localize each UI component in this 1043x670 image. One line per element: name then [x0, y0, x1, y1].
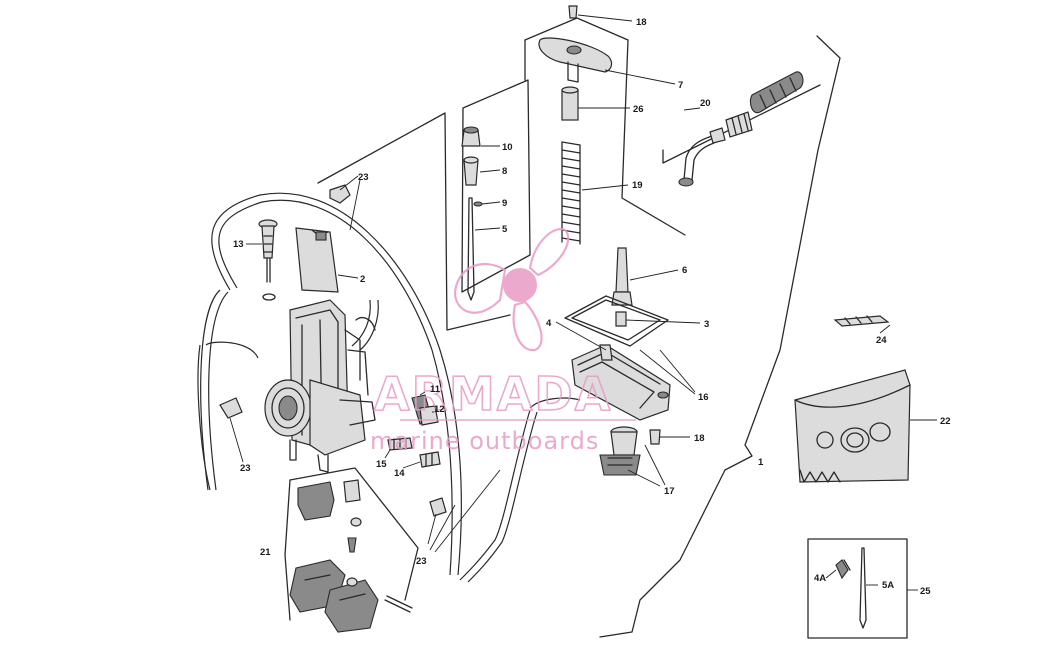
callout-11: 11	[430, 384, 441, 395]
part-6-pilot-tube	[611, 247, 633, 306]
part-10-cap	[461, 126, 481, 147]
part-21-pump-base	[289, 559, 413, 633]
watermark-propeller-blade-top	[528, 227, 570, 277]
callout-16: 16	[698, 392, 709, 403]
part-18-screw-bowl	[649, 429, 661, 445]
part-19-spring	[561, 141, 581, 245]
part-21-jet-small	[347, 537, 357, 553]
callout-24: 24	[876, 335, 887, 346]
callout-23-top: 23	[358, 172, 369, 183]
callout-20: 20	[700, 98, 711, 109]
watermark-logo: ARMADA marine outboards	[370, 227, 636, 455]
part-26-sleeve	[561, 86, 579, 121]
watermark-propeller-blade-left	[453, 262, 507, 314]
part-21-diaphragm-top	[297, 479, 362, 527]
callout-25: 25	[920, 586, 931, 597]
callout-26: 26	[633, 104, 644, 115]
part-17-float-valve	[599, 426, 641, 476]
callout-23-bottom: 23	[416, 556, 427, 567]
part-7-cover	[538, 37, 613, 83]
part-3-jet	[615, 311, 627, 327]
part-3-gasket	[564, 295, 669, 347]
callout-15: 15	[376, 459, 387, 470]
part-4-float-bowl	[571, 344, 671, 421]
part-14-screw	[419, 451, 441, 468]
assembly-outline-throttle-group	[317, 17, 686, 331]
part-2-pad	[295, 227, 339, 293]
callout-18-bowl: 18	[694, 433, 705, 444]
part-23-clip-top	[329, 184, 351, 204]
carburetor-body	[264, 299, 376, 473]
callout-19: 19	[632, 180, 643, 191]
assembly-outline-needle-group	[461, 79, 531, 293]
callout-4A: 4A	[814, 573, 826, 584]
watermark-tagline: marine outboards	[370, 427, 599, 455]
callout-13: 13	[233, 239, 244, 250]
part-9-clip	[473, 201, 483, 207]
watermark-propeller-blade-bottom	[512, 300, 543, 352]
callout-23-left: 23	[240, 463, 251, 474]
watermark-propeller-hub	[503, 268, 537, 302]
part-13-idle-screw	[258, 219, 278, 301]
callout-3: 3	[704, 319, 709, 330]
callout-2: 2	[360, 274, 365, 285]
callout-14: 14	[394, 468, 405, 479]
callout-5A: 5A	[882, 580, 894, 591]
callout-21: 21	[260, 547, 271, 558]
callout-10: 10	[502, 142, 513, 153]
callout-6: 6	[682, 265, 687, 276]
callout-8: 8	[502, 166, 507, 177]
callout-22: 22	[940, 416, 951, 427]
callout-labels: 18 7 20 26 10 8 23 19 9 5 13 6 2 4 3 24 …	[233, 17, 951, 597]
callout-18: 18	[636, 17, 647, 28]
callout-12: 12	[434, 404, 445, 415]
assembly-outline-cable-group	[662, 84, 821, 164]
part-18-screw-top	[568, 5, 578, 19]
assembly-outline-21	[284, 467, 419, 621]
watermark-brand-name: ARMADA	[374, 367, 612, 421]
callout-4: 4	[546, 318, 552, 329]
part-23-clip-left	[219, 397, 243, 419]
part-22-gasket-kit	[794, 369, 911, 483]
part-24-strip	[833, 315, 890, 327]
callout-7: 7	[678, 80, 683, 91]
part-25-jet-needle-kit	[807, 538, 908, 639]
leader-lines	[229, 14, 937, 591]
part-15-screw	[387, 437, 413, 451]
assembly-outline-1	[599, 35, 841, 638]
callout-1: 1	[758, 457, 764, 468]
callout-9: 9	[502, 198, 507, 209]
part-8-holder	[463, 156, 479, 186]
part-23-clip-bottom	[429, 497, 447, 517]
callout-5: 5	[502, 224, 508, 235]
callout-17: 17	[664, 486, 675, 497]
part-5-needle	[467, 197, 475, 301]
part-20-cable-adjuster	[678, 71, 804, 187]
